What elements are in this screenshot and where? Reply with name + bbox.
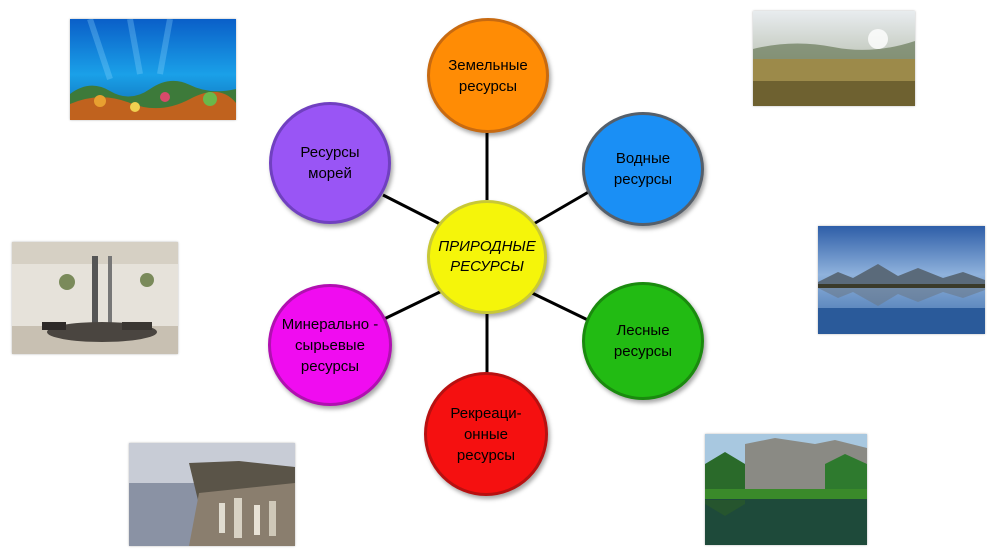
node-land-resources: Земельные ресурсы <box>427 18 549 133</box>
center-node-label: ПРИРОДНЫЕ РЕСУРСЫ <box>438 238 536 275</box>
node-recreation-resources: Рекреаци- онные ресурсы <box>424 372 548 496</box>
connector-mineral <box>381 288 445 322</box>
connector-forest <box>529 290 593 324</box>
photo-misty-field <box>753 11 915 106</box>
node-sea-label: Ресурсы морей <box>300 144 360 182</box>
node-land-label: Земельные ресурсы <box>448 56 528 95</box>
node-mineral-resources: Минерально - сырьевые ресурсы <box>268 284 392 406</box>
connector-water <box>529 188 593 228</box>
photo-mountain-lake <box>818 226 985 334</box>
node-sea-resources: Ресурсы морей <box>269 102 391 224</box>
center-node-natural-resources: ПРИРОДНЫЕ РЕСУРСЫ <box>427 200 547 314</box>
photo-underwater-reef <box>70 19 236 120</box>
connector-sea <box>382 193 445 228</box>
node-water-resources: Водные ресурсы <box>582 112 704 226</box>
photo-forest-river <box>705 434 867 545</box>
photo-coastal-city <box>129 443 295 546</box>
node-mineral-label: Минерально - сырьевые ресурсы <box>281 315 379 375</box>
photo-mineral-exhibit <box>12 242 178 354</box>
node-recreation-label: Рекреаци- онные ресурсы <box>450 404 522 464</box>
node-forest-label: Лесные ресурсы <box>613 322 673 360</box>
node-forest-resources: Лесные ресурсы <box>582 282 704 400</box>
node-water-label: Водные ресурсы <box>613 150 673 188</box>
